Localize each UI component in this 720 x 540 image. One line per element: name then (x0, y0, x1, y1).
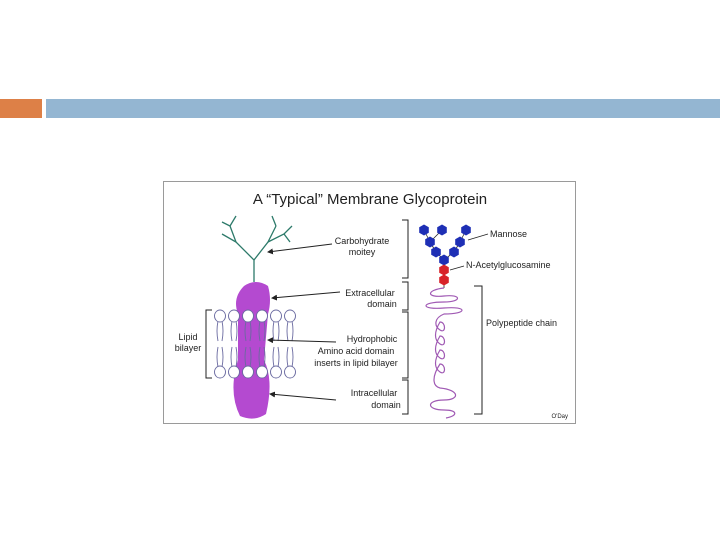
carbohydrate-label-line2: moitey (349, 247, 376, 257)
glcnac-leader (450, 266, 464, 270)
sugar-chain (419, 225, 471, 289)
extracellular-arrow (272, 292, 340, 298)
lipid-molecule (215, 310, 226, 341)
mannose-unit (419, 225, 429, 236)
lipid-molecule (229, 310, 240, 341)
lipid-label-line1: Lipid (178, 332, 197, 342)
polypeptide-bracket (474, 286, 482, 414)
glcnac-unit (439, 275, 449, 286)
carbohydrate-bracket (402, 220, 408, 278)
polypeptide-chain (426, 288, 462, 418)
intracellular-arrow (270, 394, 336, 400)
extracellular-label-line1: Extracellular (345, 288, 395, 298)
lipid-molecule (271, 310, 282, 341)
mannose-unit (449, 247, 459, 258)
hydrophobic-label-line3: inserts in lipid bilayer (314, 358, 398, 368)
lipid-molecule (285, 310, 296, 341)
mannose-label: Mannose (490, 229, 527, 239)
carbohydrate-label-line1: Carbohydrate (335, 236, 390, 246)
hydrophobic-bracket (402, 312, 408, 378)
intracellular-bracket (402, 380, 408, 414)
polypeptide-label: Polypeptide chain (486, 318, 557, 328)
glycoprotein-diagram: A “Typical” Membrane Glycoprotein Lipid … (164, 182, 577, 425)
mannose-leader (468, 234, 488, 240)
figure-title: A “Typical” Membrane Glycoprotein (253, 191, 487, 208)
header-bar (46, 99, 720, 118)
hydrophobic-label-line2: Amino acid domain (318, 346, 395, 356)
lipid-molecule (271, 347, 282, 378)
glcnac-label: N-Acetylglucosamine (466, 260, 551, 270)
carbohydrate-arrow (268, 244, 332, 252)
extracellular-label-line2: domain (367, 299, 397, 309)
extracellular-bracket (402, 282, 408, 310)
lipid-bracket (206, 310, 212, 378)
mannose-unit (461, 225, 471, 236)
glcnac-unit (439, 265, 449, 276)
mannose-unit (455, 237, 465, 248)
accent-bar (0, 99, 42, 118)
hydrophobic-label-line1: Hydrophobic (347, 334, 398, 344)
lipid-label-line2: bilayer (175, 343, 202, 353)
lipid-molecule (215, 347, 226, 378)
carbohydrate-tree (222, 216, 292, 282)
intracellular-label-line1: Intracellular (351, 388, 398, 398)
credit-label: O'Day (552, 414, 568, 420)
intracellular-label-line2: domain (371, 400, 401, 410)
glycoprotein-figure: A “Typical” Membrane Glycoprotein Lipid … (163, 181, 576, 424)
lipid-molecule (285, 347, 296, 378)
